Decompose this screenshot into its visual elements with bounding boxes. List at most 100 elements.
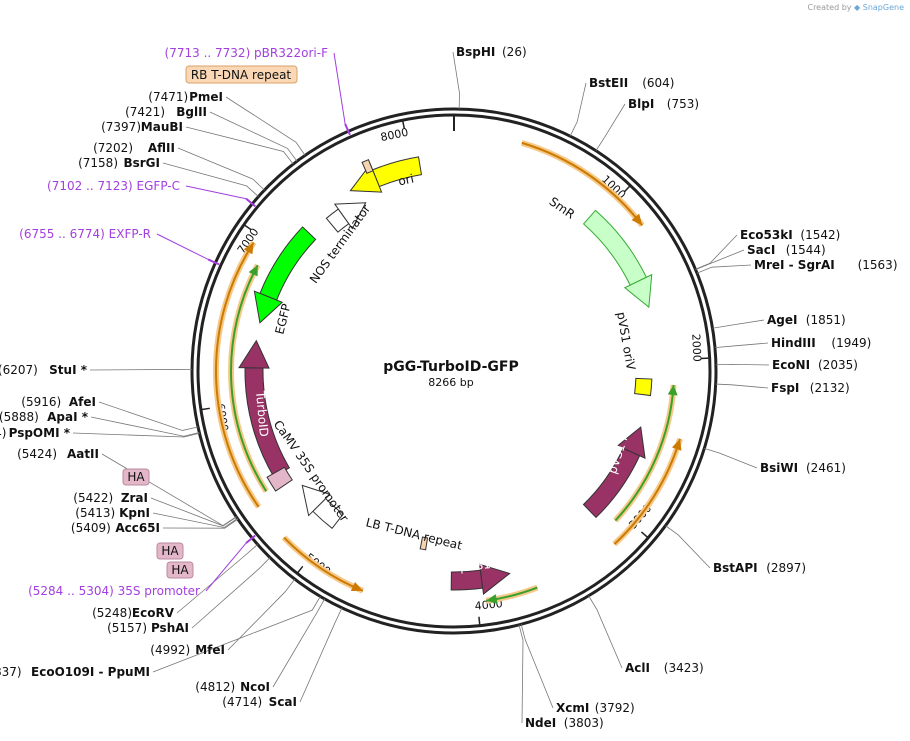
svg-text:HA: HA: [161, 544, 179, 558]
orf-turboid-outer-head: [243, 242, 254, 255]
site-position: (4714): [222, 695, 262, 709]
primer-35s-promoter: (5284 .. 5304) 35S promoter: [28, 534, 256, 598]
site-line: [518, 624, 524, 724]
site-line: [177, 147, 265, 191]
site-position: (5888): [0, 410, 39, 424]
site-name: BspHI: [456, 45, 495, 59]
ori-feature-head: [349, 163, 383, 193]
site-name: BstAPI: [713, 561, 758, 575]
site-line: [209, 111, 298, 162]
backbone-inner: [196, 113, 712, 629]
site-name: MauBI: [141, 120, 183, 134]
site-position: (5413): [75, 506, 115, 520]
svg-text:HA: HA: [171, 563, 189, 577]
site-line: [90, 416, 200, 437]
credit-prefix: Created by: [807, 3, 852, 12]
restriction-site-bsteii: BstEII(604): [589, 76, 674, 90]
site-position: (2132): [810, 381, 850, 395]
site-name: HindIII: [771, 336, 816, 350]
plasmid-name: pGG-TurboID-GFP: [383, 359, 519, 375]
orf-turboid-inner-line: [230, 264, 268, 492]
site-name: XcmI: [556, 701, 589, 715]
site-position: (2035): [818, 358, 858, 372]
egfp-feature-body: [259, 226, 317, 301]
primer-leader: [205, 542, 247, 592]
ha-tag-feature: [266, 466, 293, 492]
site-line: [162, 162, 259, 197]
site-line: [696, 264, 752, 274]
site-name: KpnI: [119, 506, 150, 520]
site-position: (1544): [786, 243, 826, 257]
primer-leader: [156, 233, 209, 260]
primer-exfp-r: (6755 .. 6774) EXFP-R: [19, 227, 220, 266]
restriction-site-aflii: AflII(7202): [93, 141, 175, 155]
svg-text:RB T-DNA repeat: RB T-DNA repeat: [191, 68, 292, 82]
restriction-site-apai: ApaI *(5888): [0, 410, 89, 424]
smr-feature: [582, 209, 653, 309]
site-position: (5248): [92, 606, 132, 620]
camv-35s-promoter-feature-head: [301, 484, 331, 517]
orf-repa-inner-line: [614, 384, 675, 522]
orf-repa-inner: [613, 384, 678, 523]
restriction-site-bglii: BglII(7421): [125, 105, 207, 119]
site-line: [191, 557, 271, 629]
site-line: [227, 578, 296, 651]
primer-label: (7102 .. 7123) EGFP-C: [47, 179, 180, 193]
pvs1-repa-feature-head: [616, 426, 646, 460]
site-name: MreI - SgrAI: [754, 258, 835, 272]
ha-tag-label: HA: [156, 542, 184, 560]
site-line: [704, 448, 758, 469]
site-line: [695, 234, 738, 270]
egfp-feature-head: [253, 290, 284, 324]
tick-label-8000: 8000: [379, 126, 409, 144]
feature-label-pvs1-oriv: pVS1 oriV: [614, 311, 638, 372]
restriction-site-stui: StuI * (6207): [0, 363, 88, 377]
ori-feature-body: [371, 156, 423, 188]
snapgene-logo: ◆: [854, 3, 861, 12]
site-name: NdeI: [525, 716, 556, 730]
site-name: AfeI: [69, 395, 96, 409]
orf-layer: [213, 139, 683, 604]
restriction-site-bsiwi: BsiWI(2461): [760, 461, 846, 475]
site-position: (753): [667, 97, 699, 111]
site-line: [520, 624, 554, 709]
site-name: BlpI: [628, 97, 654, 111]
restriction-site-eco53ki: Eco53kI(1542): [740, 228, 840, 242]
orf-lb-head: [350, 581, 363, 592]
pvs1-oriv-feature: [634, 377, 653, 397]
backbone-outer: [190, 107, 718, 635]
site-name: ScaI: [269, 695, 297, 709]
site-line: [588, 595, 623, 669]
site-name: PspOMI *: [9, 426, 71, 440]
site-position: (3423): [664, 661, 704, 675]
site-position: (6207): [0, 363, 38, 377]
site-line: [452, 51, 460, 110]
primer-label: (5284 .. 5304) 35S promoter: [28, 584, 200, 598]
pvs1-staa-feature-head: [478, 563, 511, 595]
site-line: [176, 544, 258, 614]
orf-repa-outer-head: [671, 438, 682, 451]
site-line: [595, 103, 626, 151]
orf-repa-inner-head: [667, 384, 678, 396]
site-line: [225, 96, 306, 156]
pvs1-staa-feature: [450, 563, 511, 595]
site-name: PshAI: [151, 621, 189, 635]
site-position: (5157): [107, 621, 147, 635]
tick-mark-7000: [244, 224, 252, 231]
site-name: StuI *: [49, 363, 88, 377]
restriction-site-pspomi: PspOMI *(5884): [0, 426, 71, 440]
restriction-site-econi: EcoNI(2035): [772, 358, 858, 372]
feature-label-turboid: TurboID: [253, 390, 271, 438]
label-layer: BspHI(26)BstEII(604)BlpI(753)Eco53kI(154…: [0, 45, 898, 730]
primer-leader: [333, 52, 346, 124]
site-position: (4812): [195, 680, 235, 694]
site-name: BsiWI: [760, 461, 798, 475]
site-line: [152, 512, 238, 528]
restriction-site-acli: AclI(3423): [625, 661, 704, 675]
restriction-site-xcmi: XcmI(3792): [556, 701, 635, 715]
site-line: [714, 342, 769, 349]
restriction-site-zrai: ZraI(5422): [73, 491, 148, 505]
restriction-site-maubi: MauBI(7397): [101, 120, 183, 134]
site-line: [162, 518, 239, 529]
